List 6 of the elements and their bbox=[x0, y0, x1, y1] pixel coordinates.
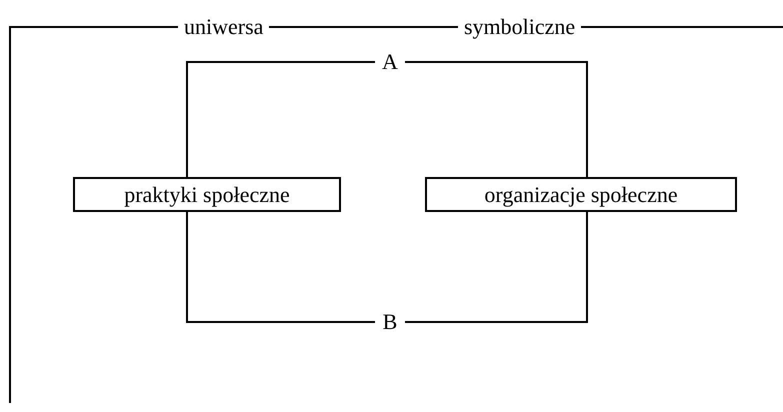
connector-line bbox=[405, 212, 588, 323]
concept-box: praktyki społeczne bbox=[73, 177, 341, 212]
connector-line bbox=[405, 61, 588, 177]
connector-line bbox=[186, 212, 375, 323]
concept-box: organizacje społeczne bbox=[425, 177, 737, 212]
connector-line bbox=[186, 61, 375, 177]
